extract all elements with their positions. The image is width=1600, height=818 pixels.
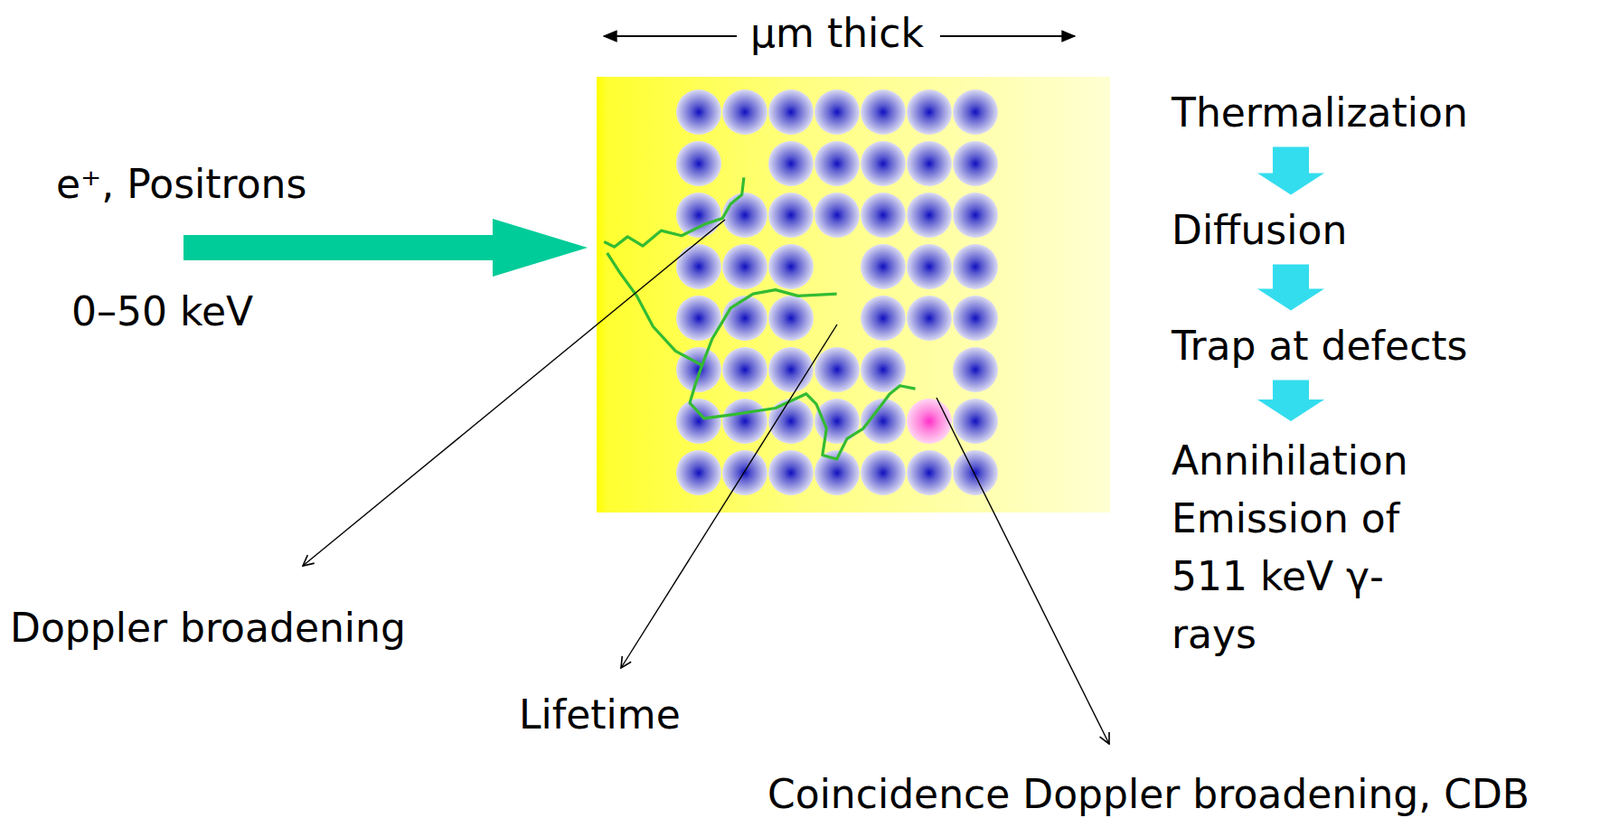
step-text: Thermalization	[1171, 88, 1469, 137]
dimension-label: μm thick	[750, 9, 924, 57]
atom	[814, 398, 860, 444]
atom	[722, 347, 768, 393]
beam-label: e⁺, Positrons	[56, 160, 307, 208]
atom	[722, 244, 768, 290]
atom	[952, 295, 998, 341]
atom	[860, 141, 906, 187]
atom	[676, 89, 722, 135]
process-step: Thermalization	[1171, 88, 1469, 137]
atom	[906, 192, 952, 238]
atom	[768, 295, 814, 341]
positron-tracks	[603, 177, 915, 460]
atom	[722, 450, 768, 496]
positron-track	[603, 177, 744, 247]
process-step: Trap at defects	[1171, 321, 1469, 370]
positron-track	[702, 290, 838, 367]
label-text: Lifetime	[518, 691, 681, 738]
label-text: μm thick	[750, 9, 924, 57]
atom	[860, 295, 906, 341]
atom	[722, 398, 768, 444]
positron-track	[607, 253, 916, 460]
atom	[768, 89, 814, 135]
atom	[952, 398, 998, 444]
dimension-arrow	[940, 35, 1075, 38]
atom	[768, 244, 814, 290]
atom	[860, 244, 906, 290]
flow-arrow	[1257, 147, 1325, 196]
atom	[814, 347, 860, 393]
atom	[722, 295, 768, 341]
beam-arrow	[183, 218, 588, 277]
energy-label: 0–50 keV	[71, 287, 254, 336]
label-text: 0–50 keV	[71, 288, 254, 335]
atom	[906, 450, 952, 496]
atom	[952, 141, 998, 187]
atom-lattice	[676, 89, 998, 496]
atom	[952, 192, 998, 238]
atom	[906, 295, 952, 341]
atom	[906, 244, 952, 290]
leader-line	[621, 324, 838, 669]
atom	[814, 89, 860, 135]
atom	[768, 347, 814, 393]
atom	[814, 141, 860, 187]
step-text: Diffusion	[1171, 206, 1347, 255]
atom	[814, 192, 860, 238]
atom	[860, 192, 906, 238]
atom	[768, 450, 814, 496]
dimension-arrow	[603, 35, 737, 38]
sample-slab	[596, 76, 1111, 513]
atom	[722, 192, 768, 238]
atom	[860, 450, 906, 496]
atom	[676, 450, 722, 496]
atom	[952, 450, 998, 496]
atom	[768, 192, 814, 238]
atom	[952, 244, 998, 290]
atom	[676, 141, 722, 187]
atom	[952, 347, 998, 393]
atom	[676, 244, 722, 290]
label-text: Coincidence Doppler broadening, CDB	[767, 771, 1530, 818]
step-text: Annihilation Emission of 511 keV γ-rays	[1171, 432, 1461, 664]
process-step: Diffusion	[1171, 206, 1347, 255]
flow-arrow	[1257, 264, 1325, 311]
flow-arrow	[1257, 380, 1325, 423]
atom	[676, 192, 722, 238]
atom	[906, 89, 952, 135]
atom	[860, 89, 906, 135]
leader-line	[302, 219, 725, 566]
atom	[768, 141, 814, 187]
atom	[676, 398, 722, 444]
atom	[722, 89, 768, 135]
process-step: Annihilation Emission of 511 keV γ-rays	[1171, 432, 1461, 664]
label-text: e⁺, Positrons	[56, 160, 307, 208]
method-label: Lifetime	[518, 690, 681, 739]
label-text: Doppler broadening	[9, 604, 406, 651]
method-label: Coincidence Doppler broadening, CDB	[767, 770, 1530, 818]
step-text: Trap at defects	[1171, 321, 1469, 370]
atom	[768, 398, 814, 444]
method-label: Doppler broadening	[9, 603, 406, 652]
atom	[952, 89, 998, 135]
trapped-positron	[906, 398, 952, 444]
leader-line	[936, 397, 1110, 744]
atom	[906, 141, 952, 187]
